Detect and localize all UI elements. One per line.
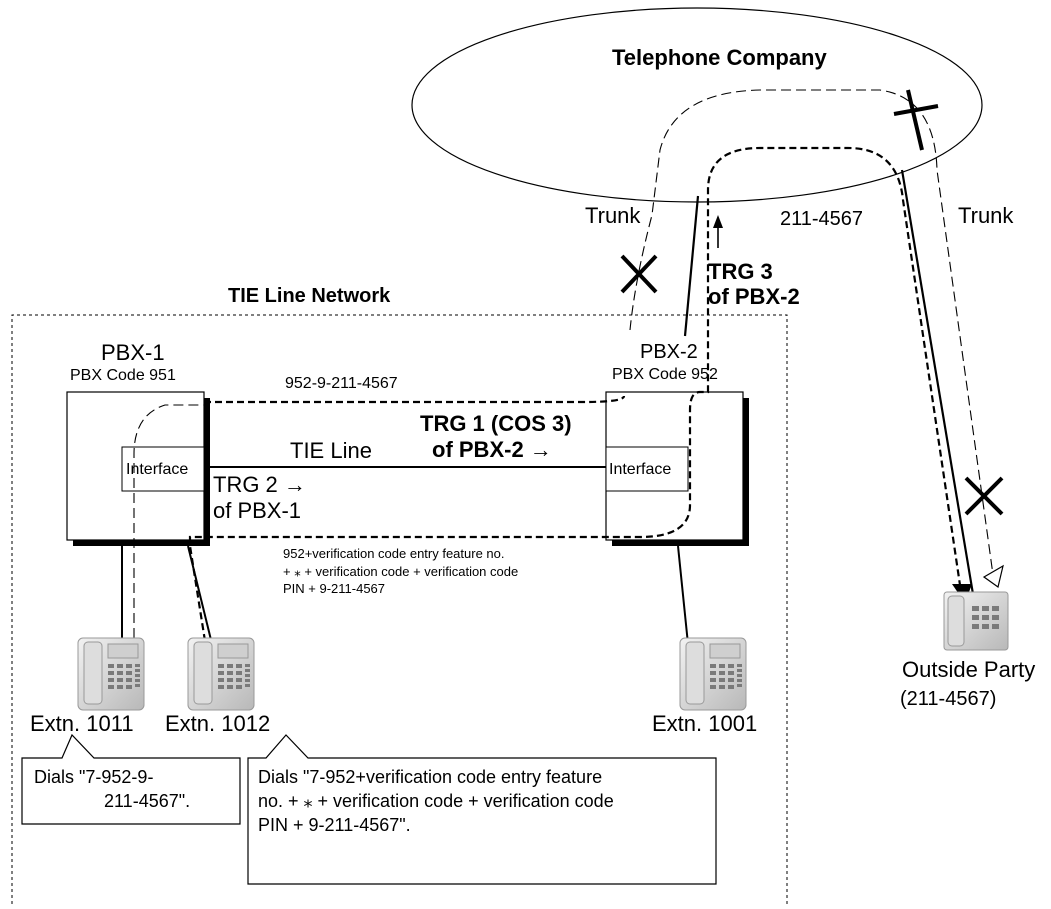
pbx2-code: PBX Code 952 — [612, 366, 718, 383]
trg3-arrow-head — [713, 215, 723, 228]
extension-1012-label: Extn. 1012 — [165, 711, 271, 736]
route-number-label: 952-9-211-4567 — [285, 375, 398, 392]
phone-ext1012-icon — [187, 637, 255, 711]
pbx1-upper-route — [204, 395, 626, 404]
telephone-company-label: Telephone Company — [612, 45, 827, 70]
pbx1-interface-label: Interface — [126, 461, 189, 478]
pbx1-code: PBX Code 951 — [70, 367, 176, 384]
outside-party-number: (211-4567) — [900, 688, 997, 710]
pbx2-interface-label: Interface — [609, 461, 672, 478]
trunk-left-label: Trunk — [585, 203, 641, 228]
callout-1012-line2: no. + ⁎ + verification code + verificati… — [258, 791, 614, 811]
ext1001-wire — [677, 545, 689, 645]
callout-1011-line1: Dials "7-952-9- — [34, 767, 154, 787]
phone-ext1011-icon — [77, 637, 145, 711]
phone-ext1001-icon — [679, 637, 747, 711]
extension-1001-label: Extn. 1001 — [652, 711, 758, 736]
tie-network-boundary — [11, 314, 788, 904]
callout-1012-balloon — [247, 734, 717, 885]
verification-note-line3: PIN + 9-211-4567 — [283, 581, 386, 596]
callout-1011-balloon — [21, 733, 241, 825]
phone-outside-party-icon — [943, 591, 1009, 651]
tie-line-label: TIE Line — [290, 438, 372, 463]
trunk-right-label: Trunk — [958, 203, 1014, 228]
trunk-pbx2-line — [683, 195, 700, 337]
pbx2-interface-box — [605, 446, 689, 492]
trg3-line1: TRG 3 — [708, 259, 773, 284]
pbx1-trg2-line1: TRG 2 → — [213, 472, 306, 497]
pbx1-trg2-line2: of PBX-1 — [213, 498, 302, 523]
extension-1011-label: Extn. 1011 — [30, 711, 134, 736]
pbx1-name: PBX-1 — [101, 340, 165, 365]
blocked-route — [133, 89, 995, 638]
callout-1012-line3: PIN + 9-211-4567". — [258, 815, 411, 835]
pbx2-trg1-line1: TRG 1 (COS 3) — [420, 411, 572, 436]
dialed-number-label: 211-4567 — [780, 208, 864, 230]
trunk-outside-line — [900, 169, 978, 613]
callout-1012-line1: Dials "7-952+verification code entry fea… — [258, 767, 603, 787]
verification-note-line1: 952+verification code entry feature no. — [283, 546, 505, 561]
verification-note-line2: + ⁎ + verification code + verification c… — [283, 564, 519, 579]
x-mark-trunk-left — [620, 254, 658, 294]
blocked-route-arrowhead — [982, 564, 1004, 589]
successful-route — [188, 146, 962, 642]
pbx2-name: PBX-2 — [640, 341, 698, 363]
pbx1-interface-box — [121, 446, 205, 492]
x-mark-telco — [893, 89, 939, 151]
network-label: TIE Line Network — [228, 285, 391, 307]
callout-1011-line2: 211-4567". — [104, 791, 191, 811]
trg3-line2: of PBX-2 — [708, 284, 800, 309]
outside-party-name: Outside Party — [902, 657, 1036, 682]
x-mark-outside-trunk — [964, 476, 1004, 516]
pbx2-trg1-line2: of PBX-2 → — [432, 437, 552, 462]
